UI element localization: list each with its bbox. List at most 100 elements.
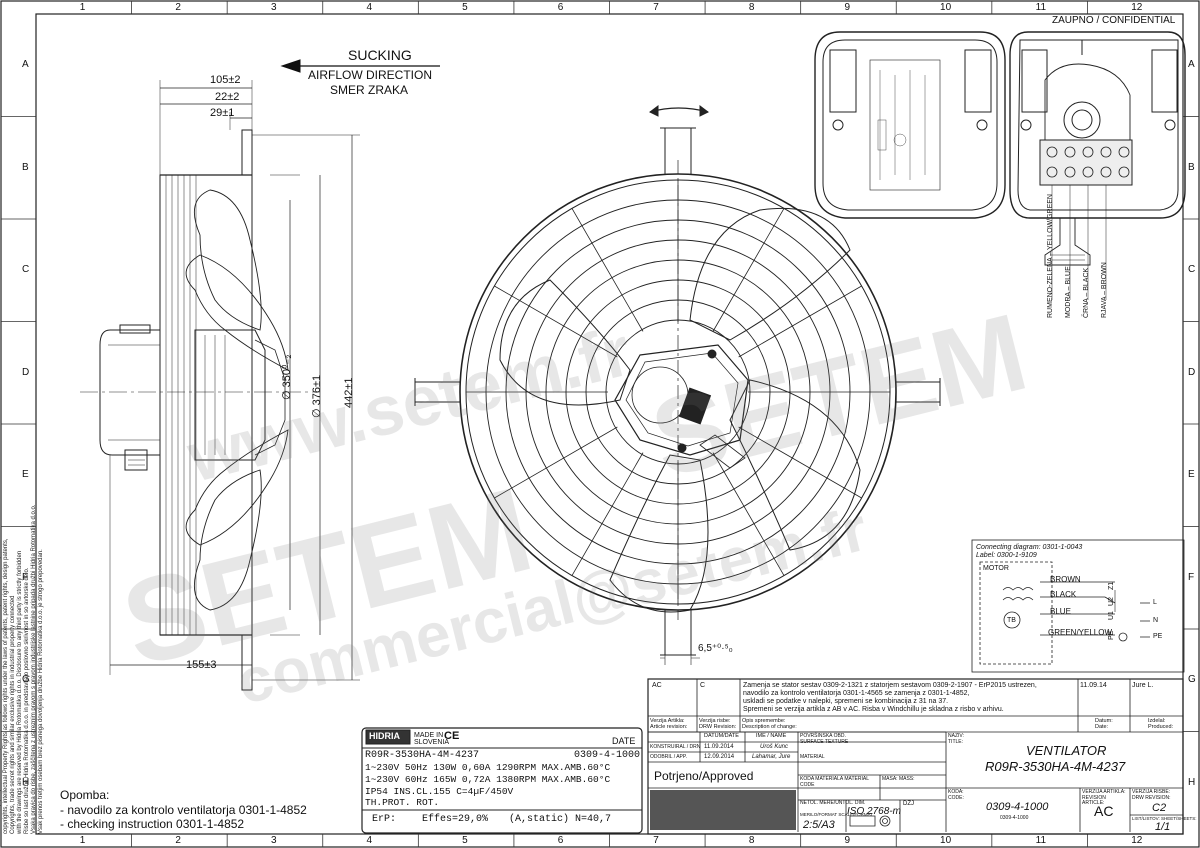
column-label-bottom: 11 bbox=[1035, 835, 1047, 846]
tb-ime-hdr: IME / NAME bbox=[756, 733, 787, 739]
conn-diagram-title: Connecting diagram: 0301-1-0043 bbox=[976, 544, 1083, 551]
blade-side-upper bbox=[193, 189, 262, 331]
column-label-bottom: 4 bbox=[366, 835, 373, 846]
tb-koda: KODA: CODE: bbox=[948, 789, 964, 801]
grille-spoke bbox=[571, 208, 644, 332]
opomba-item-1: - navodilo za kontrolo ventilatorja 0301… bbox=[60, 803, 307, 817]
column-label-top: 9 bbox=[844, 2, 851, 13]
connection-diagram-box bbox=[971, 539, 1185, 673]
tb-konst-date: 11.09.2014 bbox=[704, 744, 734, 750]
conn-wire-green-yellow: GREEN/YELLOW bbox=[1048, 628, 1113, 637]
column-label-bottom: 9 bbox=[844, 835, 851, 846]
dim-22: 22±2 bbox=[215, 91, 240, 103]
row-label-right: E bbox=[1188, 469, 1195, 481]
tb-surface: POVRŠINSKA OBD. SURFACE TEXTURE bbox=[800, 733, 849, 745]
conn-wire-black: BLACK bbox=[1050, 590, 1077, 599]
dim-105: 105±2 bbox=[210, 74, 241, 86]
row-label-left: A bbox=[22, 59, 29, 71]
terminal-box-cover bbox=[814, 31, 1006, 219]
conn-diagram-label: Label: 0300-1-9109 bbox=[976, 552, 1037, 559]
tb-merilo: MERILO/FORMAT SCALE/FORMAT bbox=[800, 812, 874, 817]
motor-housing bbox=[99, 329, 161, 456]
row-label-right: D bbox=[1188, 366, 1196, 378]
grille-spoke bbox=[494, 426, 618, 499]
grille-spoke bbox=[738, 285, 862, 358]
dim-376: ∅ 376±1 bbox=[311, 374, 323, 418]
grille-spoke bbox=[712, 452, 785, 576]
column-label-bottom: 10 bbox=[940, 835, 952, 846]
rev-text-2: navodilo za kontrolo ventilatorja 0301-1… bbox=[743, 690, 970, 697]
row-label-left: C bbox=[22, 264, 30, 276]
conn-tb: TB bbox=[1007, 617, 1016, 624]
terminal-wire-label: MODRA – BLUE bbox=[1065, 266, 1072, 318]
nameplate-ce: CE bbox=[444, 730, 460, 742]
nameplate-line1: 1~230V 50Hz 130W 0,60A 1290RPM MAX.AMB.6… bbox=[365, 762, 611, 773]
tb-iso: ISO 2768-m bbox=[847, 806, 901, 817]
nameplate-box bbox=[361, 727, 643, 834]
legal-side-note-line: Vsaka pravica do risbe, zaščitena z ustr… bbox=[31, 504, 37, 834]
hidria-logo bbox=[650, 790, 796, 830]
row-label-right: B bbox=[1188, 161, 1195, 173]
legal-side-notes: All drawings, regardless of form, are ow… bbox=[0, 14, 44, 835]
tb-rev-art-hdr: VERZIJA ARTIKLA: REVISION ARTICLE: bbox=[1082, 789, 1126, 806]
confidential-label: ZAUPNO / CONFIDENTIAL bbox=[1052, 15, 1176, 26]
legal-side-note-line: Copyrights, trade secret rights and simi… bbox=[10, 595, 16, 834]
tb-konst-name: Uroš Kunc bbox=[760, 744, 789, 750]
nameplate-model: R09R-3530HA-4M-4237 bbox=[365, 750, 480, 761]
column-label-top: 4 bbox=[366, 2, 373, 13]
rev-hdr-by: Izdelal: Produced: bbox=[1148, 718, 1174, 731]
tb-list-hdr: LIST/LISTOV: SHEET/SHEETS: bbox=[1132, 816, 1197, 821]
column-label-top: 3 bbox=[270, 2, 277, 13]
rev-hdr-version: Verzija Artikla: Article revision: bbox=[650, 718, 688, 731]
tb-code: 0309-4-1000 bbox=[986, 801, 1049, 813]
nameplate-erp-static: (A,static) bbox=[509, 814, 570, 825]
rev-text-4: Spremeni se verzija artikla z AB v AC. R… bbox=[743, 706, 1004, 713]
front-hub bbox=[614, 344, 749, 456]
grille-spoke bbox=[571, 452, 644, 576]
column-label-top: 12 bbox=[1131, 2, 1143, 13]
tb-code-small: 0309-4-1000 bbox=[1000, 815, 1029, 821]
conn-terminal-label: U2 bbox=[1108, 597, 1115, 606]
column-label-bottom: 3 bbox=[270, 835, 277, 846]
column-label-top: 11 bbox=[1035, 2, 1047, 13]
tb-rev-drw: C2 bbox=[1152, 802, 1167, 814]
conn-wire-blue: BLUE bbox=[1050, 607, 1071, 616]
column-label-top: 5 bbox=[462, 2, 468, 13]
nameplate-erp-label: ErP: bbox=[372, 814, 397, 825]
rev-hdr-desc: Opis spremembe: Description of change: bbox=[742, 718, 797, 731]
column-label-bottom: 12 bbox=[1131, 835, 1143, 846]
row-label-right: G bbox=[1188, 674, 1196, 686]
tb-scale: 2:5/A3 bbox=[803, 819, 835, 831]
column-label-top: 1 bbox=[79, 2, 86, 13]
nameplate-line4: TH.PROT. ROT. bbox=[365, 797, 440, 808]
grille-side bbox=[159, 174, 253, 636]
legal-side-note-line: copyrights, intellectual Property Rights… bbox=[3, 538, 9, 835]
column-label-bottom: 6 bbox=[557, 835, 564, 846]
terminal-wire-label: RJAVA – BROWN bbox=[1101, 262, 1108, 318]
tb-konstruiral: KONSTRUIRAL / DRN bbox=[650, 744, 701, 750]
column-label-bottom: 2 bbox=[175, 835, 181, 846]
nameplate-date: DATE bbox=[612, 736, 636, 746]
row-label-left: E bbox=[22, 469, 29, 481]
terminal-strip bbox=[1039, 139, 1133, 186]
row-label-left: H bbox=[22, 776, 30, 788]
dim-29: 29±1 bbox=[210, 107, 235, 119]
row-label-right: F bbox=[1188, 571, 1195, 583]
conn-terminal-label: Z1 bbox=[1108, 581, 1115, 590]
tb-title-1: VENTILATOR bbox=[1026, 743, 1107, 758]
blade-front-4 bbox=[499, 279, 631, 406]
nameplate-erp-eff: Effes=29,0% bbox=[422, 814, 489, 825]
sheet-border-inner bbox=[35, 13, 1184, 835]
nameplate-line3: IP54 INS.CL.155 C=4µF/450V bbox=[365, 786, 514, 797]
dim-6-5: 6,5⁺⁰·⁵₀ bbox=[698, 643, 733, 654]
terminal-box-open bbox=[1009, 31, 1186, 300]
column-label-top: 6 bbox=[557, 2, 564, 13]
tb-koda-mat: KODA MATERIALA MATERIAL CODE bbox=[800, 776, 869, 788]
airflow-arrow bbox=[280, 59, 440, 73]
opomba-title: Opomba: bbox=[60, 788, 110, 802]
nameplate-brand: HIDRIA bbox=[369, 731, 400, 741]
row-label-left: B bbox=[22, 161, 29, 173]
title-block-lines bbox=[647, 678, 1184, 835]
